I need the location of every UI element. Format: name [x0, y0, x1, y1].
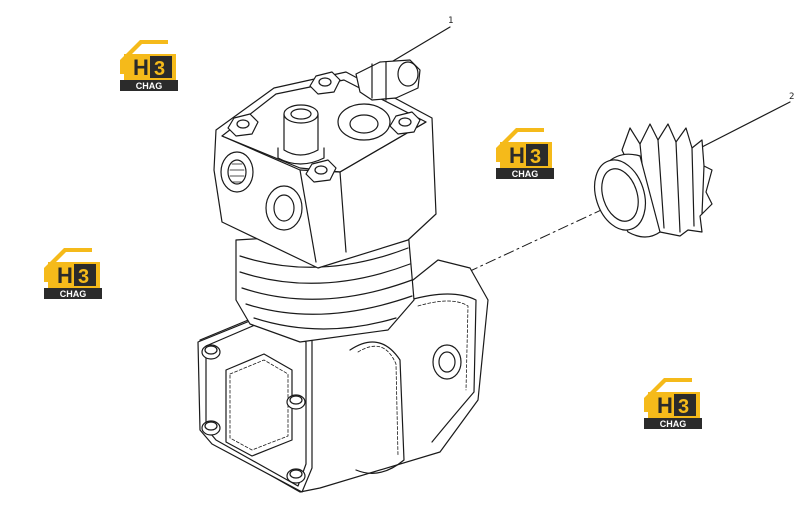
logo-band	[120, 80, 178, 91]
callout-number-2: 2	[789, 92, 795, 102]
outlet-port	[265, 185, 303, 231]
logo-text: CHAG	[512, 169, 539, 179]
logo-mark-box	[526, 144, 548, 166]
logo-mark-box	[674, 394, 696, 416]
unloader-fitting	[355, 59, 421, 101]
cover-bolt	[286, 468, 306, 484]
logo-text: CHAG	[60, 289, 87, 299]
logo-band	[44, 288, 102, 299]
head-bolt	[305, 159, 337, 183]
leader-line-2	[699, 101, 791, 149]
top-port	[337, 103, 391, 141]
outlet-fitting	[277, 104, 325, 165]
cover-bolt	[201, 344, 221, 360]
logo-roof	[44, 248, 92, 282]
logo-mark: H	[657, 393, 673, 418]
logo-roof	[644, 378, 692, 412]
head-bolt	[309, 71, 341, 95]
air-compressor	[197, 59, 489, 493]
head-bolt	[227, 113, 259, 137]
logo-mark: H	[509, 143, 525, 168]
logo-text: CHAG	[660, 419, 687, 429]
logo-mark-2: 3	[678, 396, 689, 418]
logo-roof	[120, 40, 168, 74]
logo-band	[496, 168, 554, 179]
logo-mark-box	[74, 264, 96, 286]
inlet-port	[220, 151, 254, 193]
watermark-logo: H 3 CHAG	[40, 244, 104, 300]
logo-mark-box	[150, 56, 172, 78]
logo-mark-2: 3	[154, 58, 165, 80]
side-port	[432, 344, 462, 380]
cover-bolt	[201, 420, 221, 436]
logo-mark: H	[133, 55, 149, 80]
logo-roof	[496, 128, 544, 162]
assembly-axis-line	[467, 204, 613, 273]
logo-mark-2: 3	[530, 146, 541, 168]
watermark-logo: H 3 CHAG	[116, 36, 180, 92]
watermark-logo: H 3 CHAG	[492, 124, 556, 180]
drive-gear	[594, 123, 713, 238]
cover-bolt	[286, 394, 306, 410]
logo-text: CHAG	[136, 81, 163, 91]
logo-mark: H	[57, 263, 73, 288]
watermark-logo: H 3 CHAG	[640, 374, 704, 430]
callout-number-1: 1	[448, 16, 454, 26]
logo-mark-2: 3	[78, 266, 89, 288]
logo-band	[644, 418, 702, 429]
